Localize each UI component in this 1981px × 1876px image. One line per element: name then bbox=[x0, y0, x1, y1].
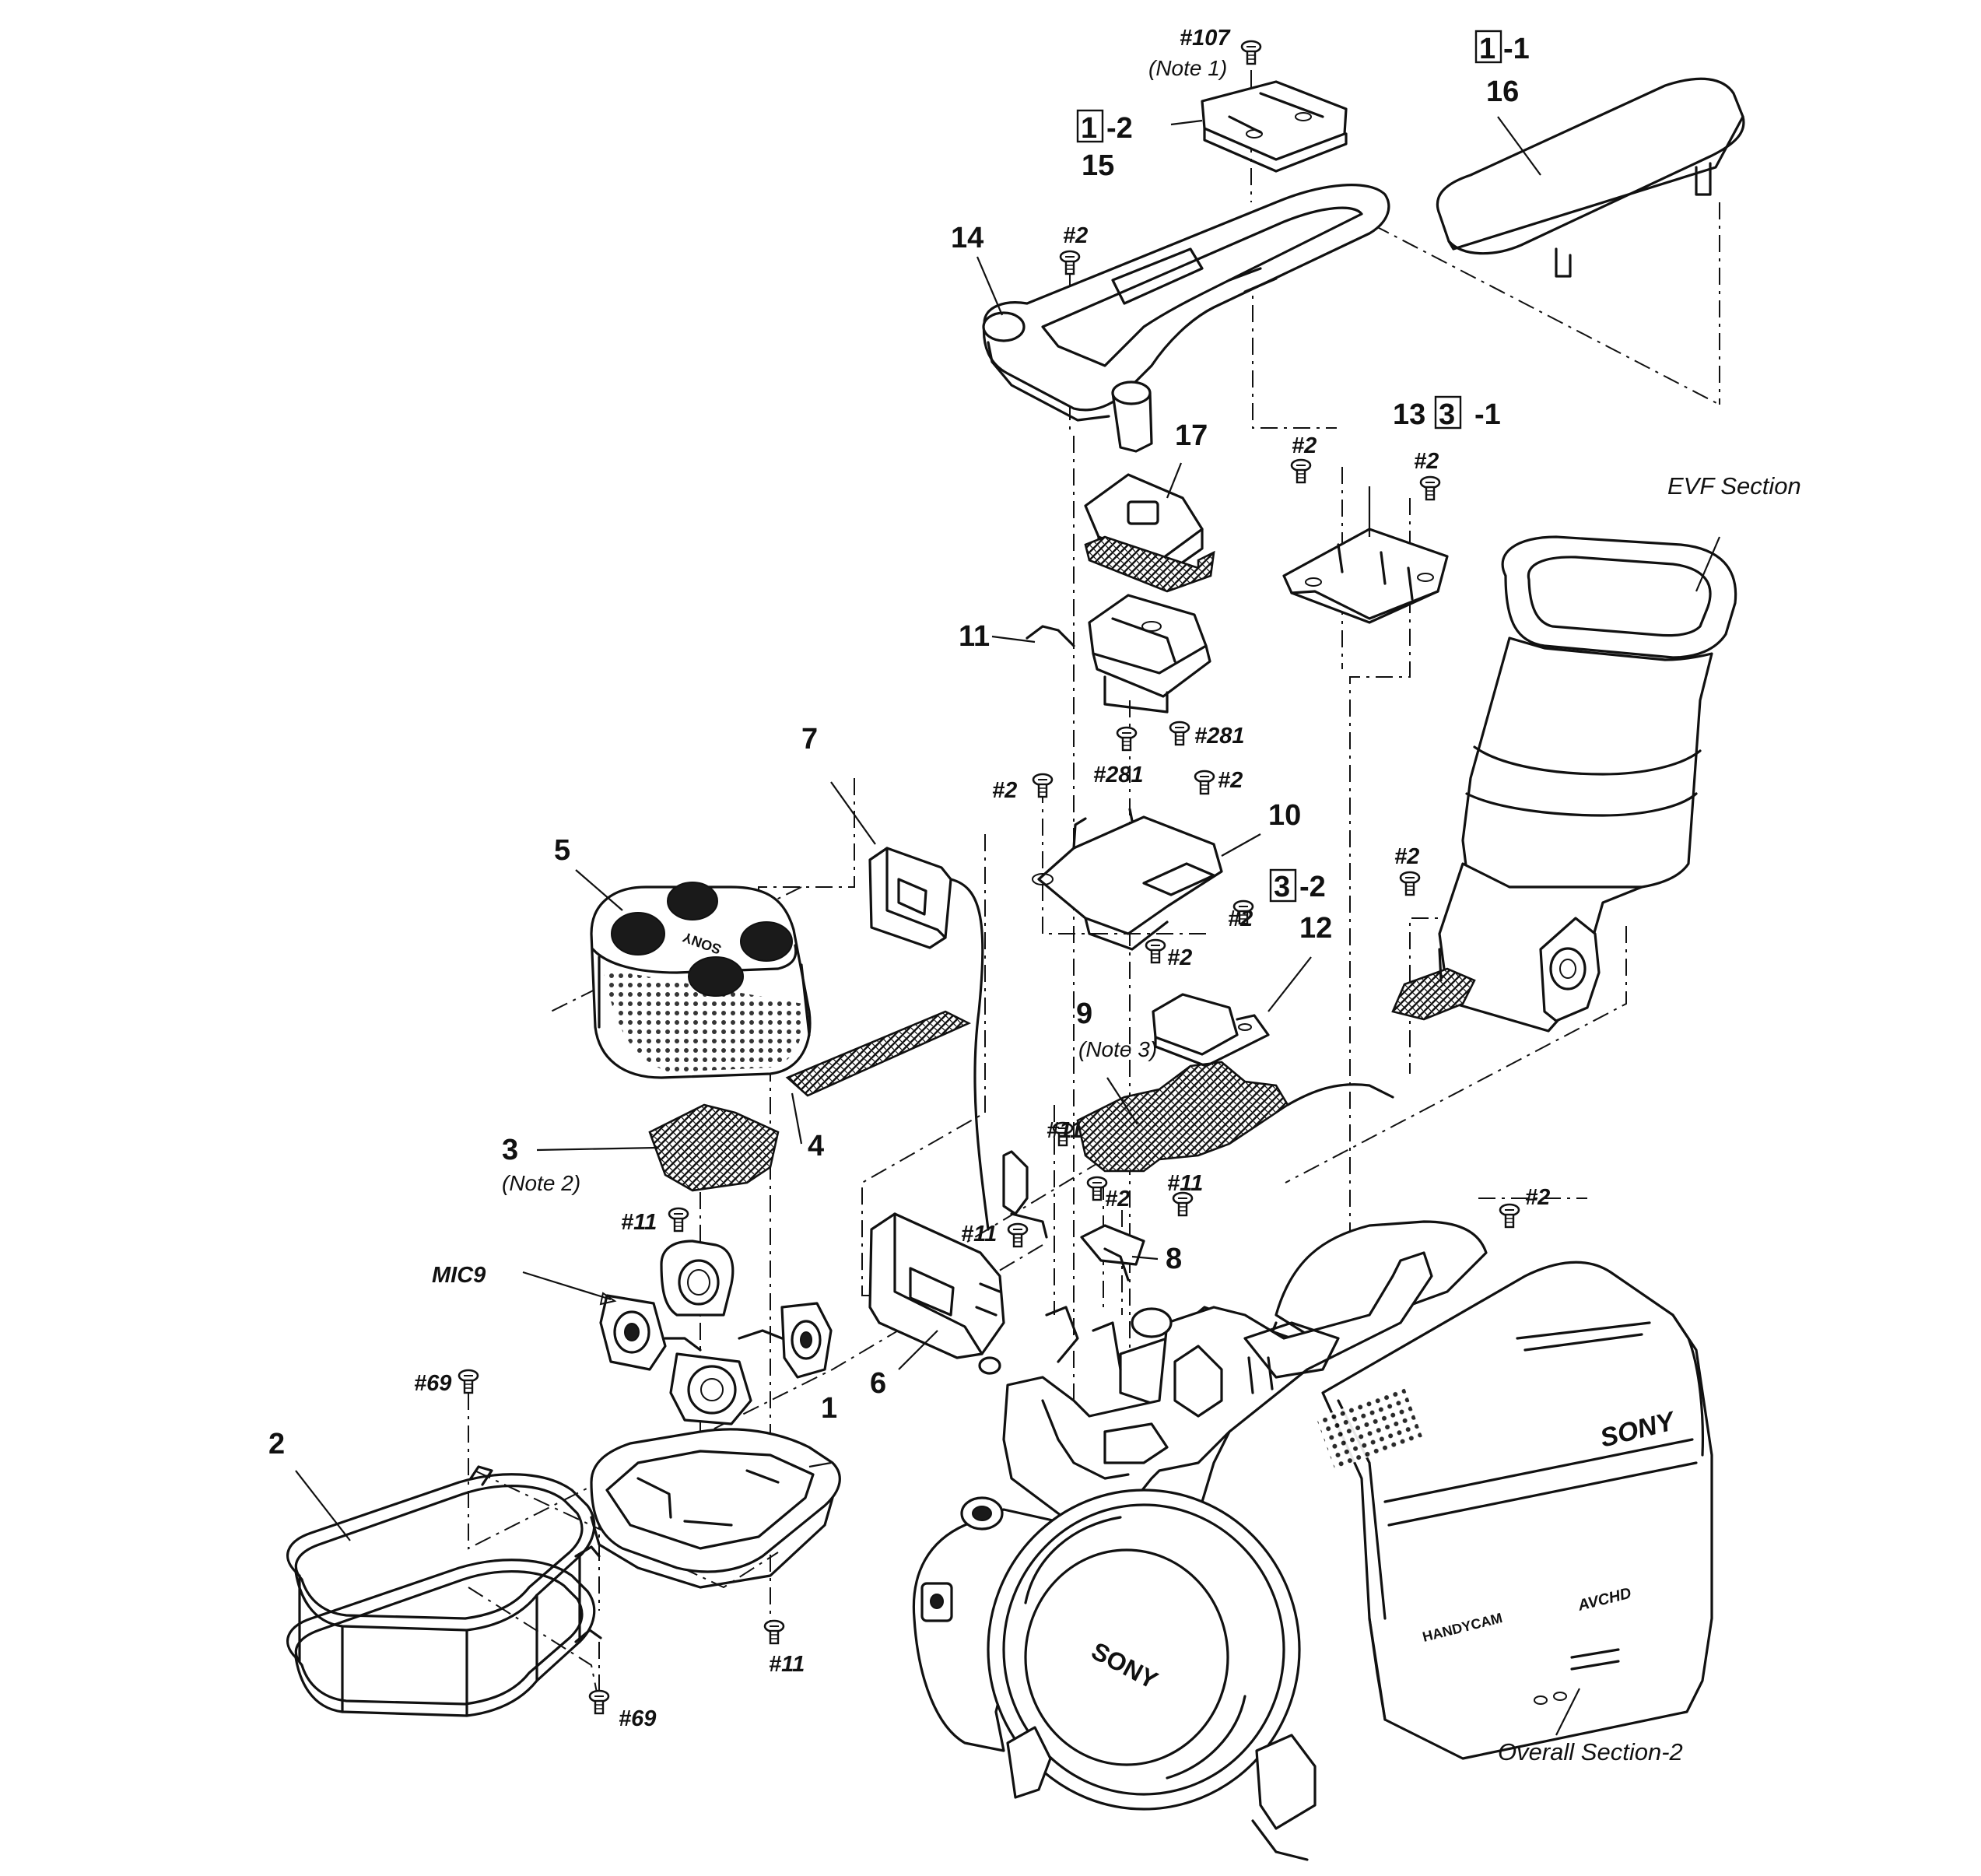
label-screw-2-bracket13-left: #2 bbox=[1292, 433, 1317, 458]
label-part-9: 9 bbox=[1076, 998, 1092, 1030]
part-17-hot-shoe bbox=[1084, 473, 1215, 593]
mic9-microphone-array bbox=[599, 1240, 833, 1425]
label-screw-11-mic: #11 bbox=[621, 1210, 657, 1235]
label-screw-281-left: #281 bbox=[1093, 763, 1144, 787]
ref-1-2-suffix: -2 bbox=[1106, 112, 1133, 145]
label-screw-11-bottom: #11 bbox=[769, 1652, 805, 1677]
part-16-top-cover bbox=[1436, 77, 1745, 278]
label-screw-2-mid: #2 bbox=[1105, 1187, 1130, 1212]
label-screw-11-left: #11 bbox=[961, 1222, 997, 1247]
label-screw-281-right: #281 bbox=[1194, 724, 1245, 749]
ref-box-3-2: 3 bbox=[1274, 871, 1290, 903]
ref-box-3-1: 3 bbox=[1439, 398, 1455, 431]
label-screw-2-plate10-right: #2 bbox=[1218, 768, 1243, 793]
part-12-module bbox=[1152, 993, 1270, 1068]
label-part-7: 7 bbox=[801, 723, 818, 756]
label-mic9: MIC9 bbox=[432, 1263, 486, 1288]
ref-box-1-1: 1 bbox=[1479, 33, 1495, 65]
part-8-bracket bbox=[1002, 1150, 1145, 1282]
label-screw-2-plate10-lower: #2 bbox=[1167, 945, 1192, 970]
part-1-mic-base bbox=[590, 1428, 841, 1589]
labels: #107 (Note 1) 1 -1 16 1 -2 15 14 #2 13 3… bbox=[268, 26, 1801, 1766]
part-4-flex-board bbox=[785, 1010, 972, 1097]
label-note-2: (Note 2) bbox=[502, 1171, 580, 1195]
ref-box-1-2: 1 bbox=[1081, 112, 1097, 145]
label-part-5: 5 bbox=[554, 834, 570, 867]
part-6-connector-assembly bbox=[868, 1212, 1005, 1375]
label-part-3: 3 bbox=[502, 1134, 518, 1166]
label-screw-69-bottom: #69 bbox=[619, 1706, 656, 1731]
label-part-14: 14 bbox=[951, 222, 983, 254]
part-2-handle-loop bbox=[286, 1465, 602, 1717]
label-overall-section-2: Overall Section-2 bbox=[1498, 1738, 1683, 1766]
part-5-mic-windscreen: SONY bbox=[590, 882, 812, 1079]
label-part-8: 8 bbox=[1166, 1243, 1182, 1275]
label-part-16: 16 bbox=[1486, 75, 1519, 108]
label-screw-2-top: #2 bbox=[1063, 223, 1088, 248]
reference-boxes bbox=[1076, 30, 1502, 903]
label-note-1: (Note 1) bbox=[1148, 56, 1227, 80]
part-15-shoe-bracket bbox=[1201, 80, 1348, 173]
label-screw-2-module12: #2 bbox=[1228, 906, 1253, 931]
label-part-15: 15 bbox=[1082, 149, 1114, 182]
label-part-12: 12 bbox=[1299, 912, 1332, 945]
label-screw-2-evf: #2 bbox=[1394, 844, 1419, 869]
label-screw-69-top: #69 bbox=[414, 1371, 451, 1396]
label-screw-2-right: #2 bbox=[1525, 1185, 1550, 1210]
ref-3-2-suffix: -2 bbox=[1299, 871, 1326, 903]
label-screw-107: #107 bbox=[1180, 26, 1231, 51]
label-part-6: 6 bbox=[870, 1367, 886, 1400]
part-11-shoe-base bbox=[1026, 594, 1211, 714]
label-part-4: 4 bbox=[808, 1130, 824, 1162]
part-9-main-flex bbox=[1076, 1061, 1394, 1173]
label-screw-2-bracket13-right: #2 bbox=[1414, 449, 1439, 474]
label-screw-11-flex: #11 bbox=[1047, 1118, 1082, 1143]
label-part-13: 13 bbox=[1393, 398, 1425, 431]
label-note-3: (Note 3) bbox=[1078, 1037, 1157, 1061]
evf-section bbox=[1391, 535, 1737, 1033]
label-screw-2-plate10-left: #2 bbox=[992, 778, 1017, 803]
camera-body: SONY HANDYCAM AVCHD SONY bbox=[912, 1220, 1713, 1861]
part-10-plate bbox=[1032, 808, 1223, 951]
label-evf-section: EVF Section bbox=[1667, 472, 1801, 500]
leader-lines bbox=[295, 116, 1721, 1736]
label-screw-11-mid: #11 bbox=[1167, 1171, 1203, 1196]
label-part-17: 17 bbox=[1175, 419, 1208, 452]
label-part-2: 2 bbox=[268, 1428, 285, 1460]
part-13-bracket bbox=[1282, 528, 1449, 624]
part-14-handle-frame bbox=[982, 184, 1390, 453]
label-part-10: 10 bbox=[1268, 799, 1301, 832]
part-3-mic-board bbox=[648, 1103, 780, 1192]
label-part-1: 1 bbox=[821, 1392, 837, 1425]
ref-1-1-suffix: -1 bbox=[1503, 33, 1530, 65]
label-part-11: 11 bbox=[959, 620, 990, 653]
part-7-connector bbox=[868, 847, 990, 1231]
ref-3-1-suffix: -1 bbox=[1474, 398, 1501, 431]
